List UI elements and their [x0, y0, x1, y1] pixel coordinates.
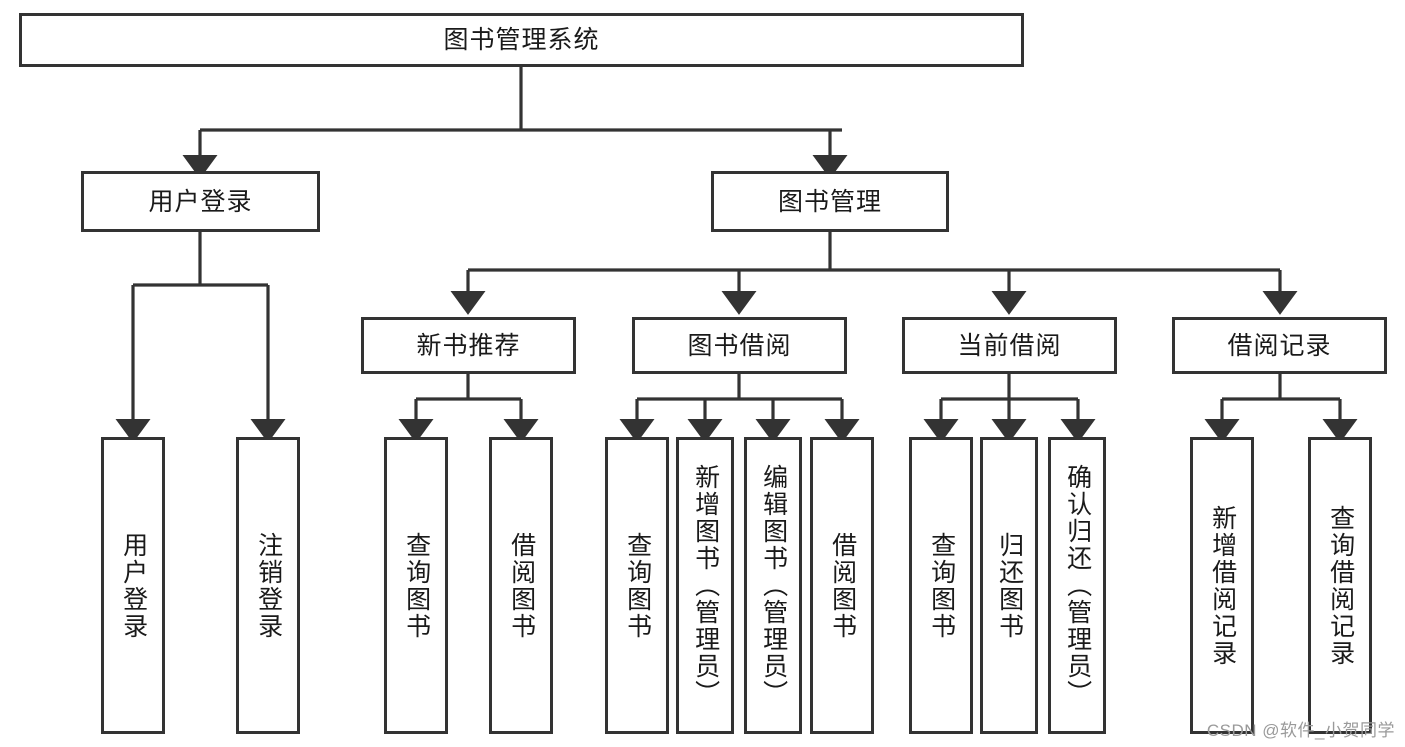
node-label: 新书推荐: [416, 331, 521, 360]
node-borrow-record[interactable]: 借阅记录: [1172, 317, 1387, 374]
node-label: 用户登录: [148, 187, 253, 216]
leaf-return-book[interactable]: 归还图书: [980, 437, 1038, 734]
node-label: 归还图书: [995, 531, 1024, 640]
node-label: 查询图书: [623, 531, 652, 640]
node-book-borrow[interactable]: 图书借阅: [632, 317, 847, 374]
node-label: 注销登录: [254, 531, 283, 640]
leaf-edit-book-admin[interactable]: 编辑图书（管理员）: [744, 437, 802, 734]
node-label: 借阅图书: [507, 531, 536, 640]
node-label: 当前借阅: [957, 331, 1062, 360]
node-label: 编辑图书（管理员）: [759, 464, 788, 707]
node-label: 确认归还（管理员）: [1063, 464, 1092, 707]
leaf-confirm-return-admin[interactable]: 确认归还（管理员）: [1048, 437, 1106, 734]
node-label: 图书借阅: [687, 331, 792, 360]
node-label: 图书管理: [777, 187, 882, 216]
node-label: 图书管理系统: [443, 26, 600, 54]
leaf-logout[interactable]: 注销登录: [236, 437, 300, 734]
node-label: 借阅记录: [1227, 331, 1332, 360]
node-label: 借阅图书: [828, 531, 857, 640]
leaf-query-book-borrow[interactable]: 查询图书: [605, 437, 669, 734]
node-root-system[interactable]: 图书管理系统: [19, 13, 1024, 67]
node-user-login[interactable]: 用户登录: [81, 171, 320, 232]
node-label: 新增图书（管理员）: [691, 464, 720, 707]
leaf-borrow-book[interactable]: 借阅图书: [810, 437, 874, 734]
leaf-borrow-book-recommend[interactable]: 借阅图书: [489, 437, 553, 734]
leaf-user-login[interactable]: 用户登录: [101, 437, 165, 734]
node-label: 查询图书: [927, 531, 956, 640]
node-label: 用户登录: [119, 531, 148, 640]
node-label: 新增借阅记录: [1208, 504, 1237, 667]
leaf-query-book-current[interactable]: 查询图书: [909, 437, 973, 734]
node-label: 查询图书: [402, 531, 431, 640]
leaf-query-book-recommend[interactable]: 查询图书: [384, 437, 448, 734]
node-book-management[interactable]: 图书管理: [711, 171, 949, 232]
csdn-watermark: CSDN @软件_小贺同学: [1206, 721, 1395, 740]
leaf-add-borrow-record[interactable]: 新增借阅记录: [1190, 437, 1254, 734]
leaf-add-book-admin[interactable]: 新增图书（管理员）: [676, 437, 734, 734]
node-new-book-recommend[interactable]: 新书推荐: [361, 317, 576, 374]
leaf-query-borrow-record[interactable]: 查询借阅记录: [1308, 437, 1372, 734]
node-current-borrow[interactable]: 当前借阅: [902, 317, 1117, 374]
node-label: 查询借阅记录: [1326, 504, 1355, 667]
